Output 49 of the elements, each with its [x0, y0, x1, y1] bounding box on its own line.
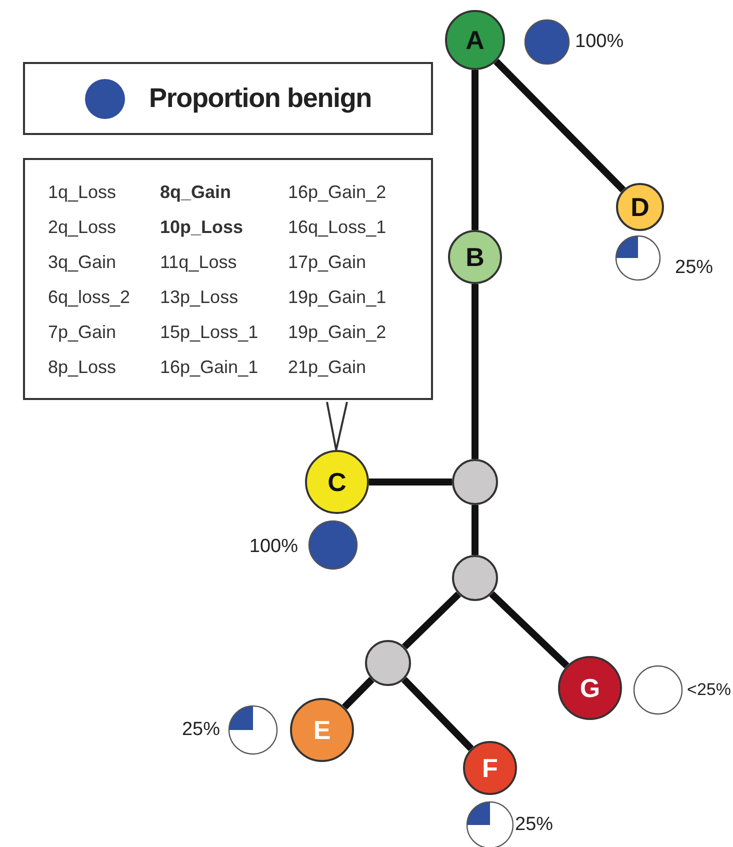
region-label: 2q_Loss: [48, 216, 118, 239]
percent-label: 100%: [575, 30, 624, 54]
region-label: 16p_Gain_2: [288, 181, 388, 204]
region-label: 8p_Loss: [48, 356, 118, 379]
region-label: 13p_Loss: [160, 286, 240, 309]
branch-line: [342, 676, 374, 710]
percent-label: 100%: [249, 535, 298, 559]
branch-line: [402, 677, 474, 752]
node-letter: E: [313, 714, 331, 746]
branch-line: [472, 284, 478, 459]
percent-label: 25%: [515, 813, 554, 837]
branch-line: [494, 58, 626, 192]
node-letter: B: [466, 240, 484, 274]
branch-line: [472, 505, 478, 555]
region-label: 10p_Loss: [160, 216, 244, 239]
region-label: 6q_loss_2: [48, 286, 132, 309]
region-label: 7p_Gain: [48, 321, 118, 344]
node-letter: C: [328, 466, 346, 498]
node-letter: G: [580, 672, 600, 704]
region-label: 3q_Gain: [48, 251, 118, 274]
junction-node: [452, 459, 498, 505]
junction-node: [365, 640, 411, 686]
region-label: 17p_Gain: [288, 251, 368, 274]
branch-line: [489, 591, 570, 668]
letter-node: [448, 230, 502, 284]
region-label: 11q_Loss: [160, 251, 238, 274]
region-label: 16p_Gain_1: [160, 356, 260, 379]
letter-node: [616, 183, 664, 231]
region-label: 1q_Loss: [48, 181, 118, 204]
letter-node: [463, 741, 517, 795]
region-label: 19p_Gain_1: [288, 286, 388, 309]
percent-label: <25%: [687, 679, 731, 701]
junction-node: [452, 555, 498, 601]
legend-label: Proportion benign: [149, 82, 372, 116]
region-label: 15p_Loss_1: [160, 321, 260, 344]
percent-label: 25%: [182, 718, 220, 742]
region-label: 19p_Gain_2: [288, 321, 388, 344]
node-letter: D: [630, 190, 650, 224]
node-letter: A: [466, 24, 484, 56]
branch-line: [369, 478, 452, 486]
region-label: 21p_Gain: [288, 356, 368, 379]
callout-pointer: [326, 401, 348, 451]
percent-label: 25%: [675, 256, 714, 280]
region-label: 8q_Gain: [160, 181, 232, 204]
node-letter: F: [482, 752, 498, 784]
branch-line: [402, 592, 461, 650]
callout-box: [23, 158, 433, 400]
branch-line: [472, 70, 478, 230]
region-label: 16q_Loss_1: [288, 216, 388, 239]
